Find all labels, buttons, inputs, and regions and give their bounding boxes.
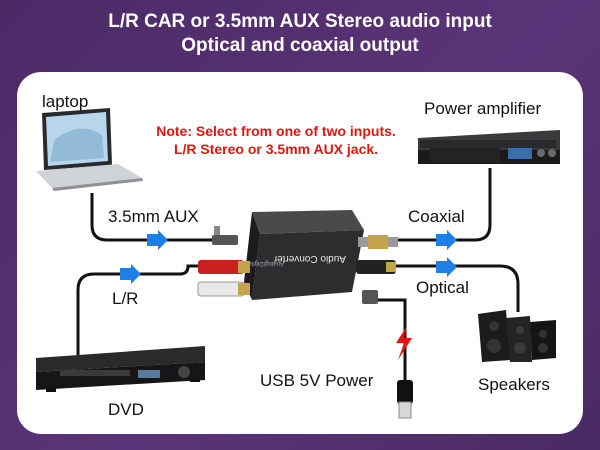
note: Note: Select from one of two inputs. L/R… <box>137 122 415 158</box>
label-power-amplifier: Power amplifier <box>424 99 542 118</box>
aux-cable <box>90 193 212 242</box>
laptop-icon <box>36 108 143 191</box>
dvd-player-icon <box>36 346 205 392</box>
label-lr: L/R <box>112 289 139 308</box>
label-aux: 3.5mm AUX <box>108 207 199 226</box>
usb-plug-icon <box>397 380 413 419</box>
speakers-icon <box>478 310 556 362</box>
label-optical: Optical <box>416 278 469 297</box>
coaxial-arrow-icon <box>436 230 457 250</box>
note-line-1: Note: Select from one of two inputs. <box>156 123 396 139</box>
power-bolt-icon <box>396 326 412 360</box>
lr-cable <box>76 264 198 356</box>
audio-converter-icon: Audio Converter Analog/Digital <box>197 210 398 304</box>
header-line-1: L/R CAR or 3.5mm AUX Stereo audio input <box>108 11 492 32</box>
note-line-2: L/R Stereo or 3.5mm AUX jack. <box>173 141 379 157</box>
header-line-2: Optical and coaxial output <box>181 35 419 56</box>
label-speakers: Speakers <box>478 375 550 394</box>
optical-arrow-icon <box>436 257 457 277</box>
power-amplifier-icon <box>418 130 560 164</box>
optical-cable <box>393 264 520 312</box>
aux-arrow-icon <box>147 230 168 250</box>
lr-arrow-icon <box>120 264 141 284</box>
label-coaxial: Coaxial <box>408 207 465 226</box>
converter-sublabel: Analog/Digital <box>247 260 284 266</box>
label-dvd: DVD <box>108 400 144 419</box>
label-usb-power: USB 5V Power <box>260 371 374 390</box>
usb-cable <box>375 298 407 382</box>
coaxial-cable <box>395 168 492 242</box>
label-laptop: laptop <box>42 92 89 111</box>
header: L/R CAR or 3.5mm AUX Stereo audio input … <box>0 10 600 58</box>
converter-label: Audio Converter <box>273 253 346 264</box>
